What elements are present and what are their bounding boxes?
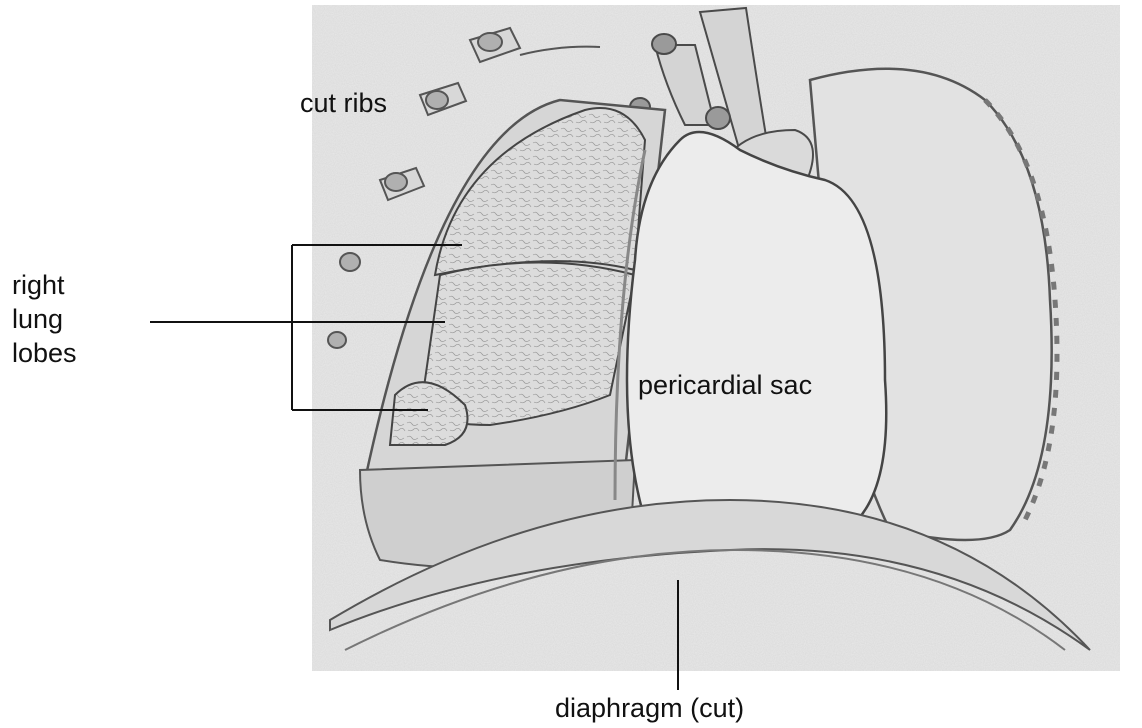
right-lung-lobes-line-2: lung: [12, 302, 77, 336]
right-lung-lobes-line-1: right: [12, 268, 77, 302]
cut-ribs-label: cut ribs: [300, 90, 387, 117]
diaphragm-label: diaphragm (cut): [555, 695, 744, 722]
right-lung-lobes-line-3: lobes: [12, 336, 77, 370]
pericardial-sac-drawing: [627, 132, 886, 547]
right-lung-lobes-label: right lung lobes: [12, 268, 77, 370]
pericardial-sac-label: pericardial sac: [638, 372, 812, 399]
